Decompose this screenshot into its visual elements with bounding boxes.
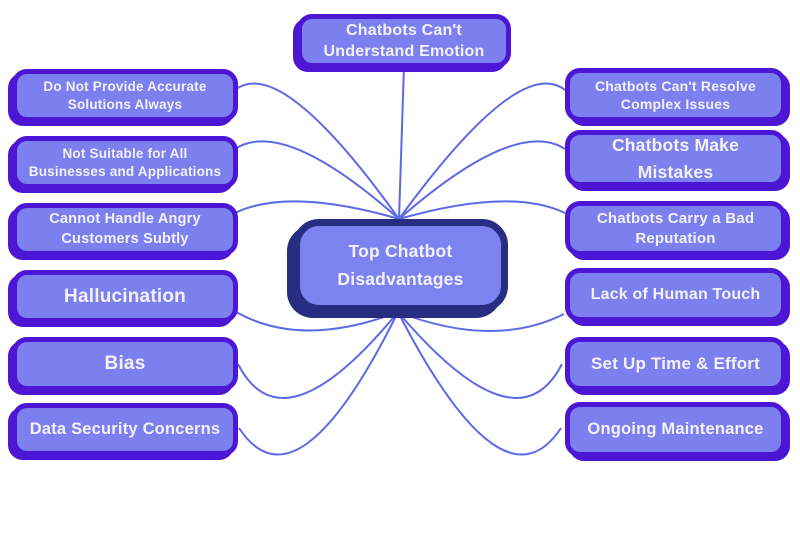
- node-chatbots-carry-bad-reputation: Chatbots Carry a Bad Reputation: [565, 201, 786, 256]
- connector-top-node: [398, 65, 405, 220]
- node-label: Lack of Human Touch: [590, 286, 761, 304]
- node-chatbots-make-mistakes: Chatbots Make Mistakes: [565, 130, 786, 187]
- node-label: Chatbots Make Mistakes: [611, 135, 740, 182]
- connector-right-6: [397, 311, 562, 456]
- node-label: Chatbots Carry a Bad Reputation: [596, 209, 755, 247]
- node-ongoing-maintenance: Ongoing Maintenance: [565, 402, 786, 457]
- node-lack-of-human-touch: Lack of Human Touch: [565, 268, 786, 322]
- node-label: Do Not Provide Accurate Solutions Always: [43, 78, 207, 112]
- node-hallucination: Hallucination: [12, 270, 238, 323]
- node-label: Hallucination: [64, 285, 186, 307]
- node-label: Top Chatbot Disadvantages: [337, 241, 464, 289]
- node-label: Chatbots Can't Resolve Complex Issues: [595, 77, 756, 112]
- node-label: Set Up Time & Effort: [591, 353, 760, 373]
- connector-right-3: [398, 200, 566, 220]
- connector-right-1: [398, 82, 566, 220]
- connector-left-2: [234, 140, 400, 220]
- node-label: Not Suitable for All Businesses and Appl…: [28, 145, 222, 179]
- node-not-suitable-for-all-businesses: Not Suitable for All Businesses and Appl…: [12, 136, 238, 189]
- node-bias: Bias: [12, 337, 238, 391]
- node-label: Cannot Handle Angry Customers Subtly: [49, 211, 201, 247]
- connector-right-2: [398, 140, 566, 220]
- node-do-not-provide-accurate-solutions: Do Not Provide Accurate Solutions Always: [12, 69, 238, 122]
- node-top-chatbot-disadvantages-center: Top Chatbot Disadvantages: [293, 219, 508, 312]
- connector-left-3: [234, 200, 400, 220]
- connector-right-5: [397, 311, 563, 399]
- connector-left-1: [234, 82, 400, 220]
- node-chatbots-cant-understand-emotion: Chatbots Can't Understand Emotion: [297, 14, 511, 68]
- node-label: Data Security Concerns: [29, 419, 221, 438]
- node-data-security-concerns: Data Security Concerns: [12, 403, 238, 456]
- node-label: Chatbots Can't Understand Emotion: [323, 21, 485, 60]
- node-cannot-handle-angry-customers: Cannot Handle Angry Customers Subtly: [12, 203, 238, 256]
- connector-left-4: [235, 311, 399, 332]
- node-label: Ongoing Maintenance: [587, 419, 764, 438]
- connector-left-5: [237, 311, 399, 399]
- node-set-up-time-effort: Set Up Time & Effort: [565, 337, 786, 391]
- node-label: Bias: [104, 353, 146, 375]
- connector-right-4: [397, 311, 565, 332]
- node-chatbots-cant-resolve-complex-issues: Chatbots Can't Resolve Complex Issues: [565, 68, 786, 122]
- connector-left-6: [238, 311, 399, 456]
